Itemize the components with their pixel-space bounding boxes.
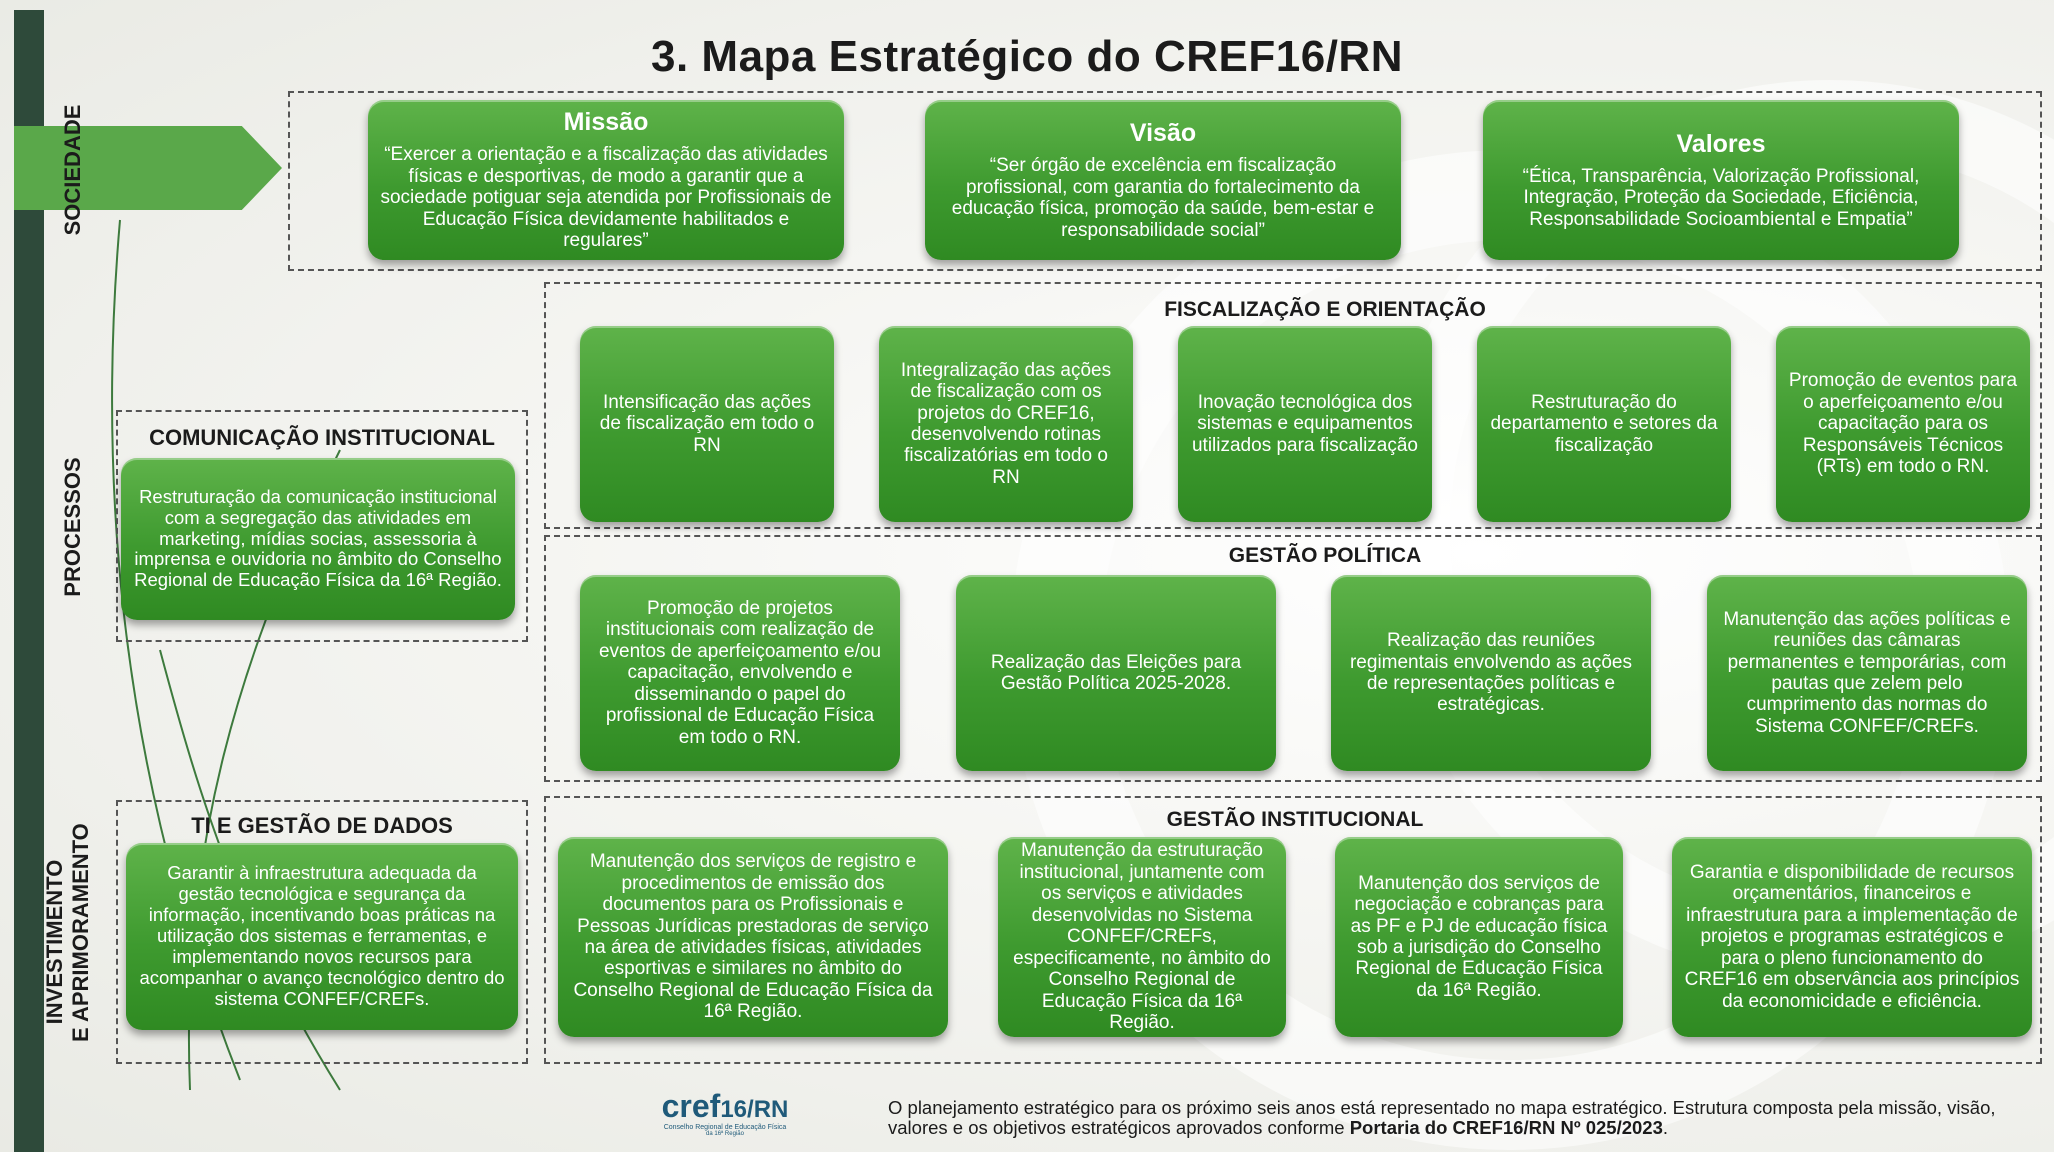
perspective-label-investimento-line1: INVESTIMENTO [42,859,67,1025]
gestao-institucional-item-1: Manutenção dos serviços de registro e pr… [558,837,948,1037]
comunicacao-frame [116,410,528,642]
missao-text: “Exercer a orientação e a fiscalização d… [380,144,832,252]
gestao-politica-frame [544,535,2042,782]
valores-text: “Ética, Transparência, Valorização Profi… [1522,165,1920,230]
gestao-institucional-item-2: Manutenção da estruturação institucional… [998,837,1286,1037]
perspective-label-processos: PROCESSOS [60,457,85,597]
gestao-politica-item-4: Manutenção das ações políticas e reuniõe… [1707,575,2027,771]
ti-text: Garantir à infraestrutura adequada da ge… [139,862,505,1009]
comunicacao-title: COMUNICAÇÃO INSTITUCIONAL [149,425,495,450]
visao-title: Visão [1129,118,1197,147]
fiscalizacao-item-text: Inovação tecnológica dos sistemas e equi… [1191,391,1418,456]
logo-name: cref [661,1088,721,1124]
perspective-label-investimento: INVESTIMENTO E APRIMORAMENTO [42,823,94,1042]
gestao-institucional-item-text: Manutenção dos serviços de registro e pr… [573,851,933,1023]
footer-note: O planejamento estratégico para os próxi… [888,1097,2038,1139]
gestao-institucional-item-4: Garantia e disponibilidade de recursos o… [1672,837,2032,1037]
logo-number: 16/RN [720,1096,789,1123]
gestao-politica-item-2: Realização das Eleições para Gestão Polí… [956,575,1276,771]
fiscalizacao-title: FISCALIZAÇÃO E ORIENTAÇÃO [1164,298,1486,321]
gestao-institucional-item-text: Garantia e disponibilidade de recursos o… [1684,861,2020,1012]
missao-box: Missão “Exercer a orientação e a fiscali… [368,100,844,260]
valores-title: Valores [1676,129,1766,158]
fiscalizacao-item-1: Intensificação das ações de fiscalização… [580,326,834,522]
missao-title: Missão [563,108,649,137]
cref-logo: cref16/RN Conselho Regional de Educação … [650,1090,800,1142]
gestao-institucional-title: GESTÃO INSTITUCIONAL [1166,808,1424,831]
fiscalizacao-item-4: Restruturação do departamento e setores … [1477,326,1731,522]
fiscalizacao-item-2: Integralização das ações de fiscalização… [879,326,1133,522]
gestao-institucional-item-3: Manutenção dos serviços de negociação e … [1335,837,1623,1037]
fiscalizacao-item-text: Integralização das ações de fiscalização… [900,359,1112,488]
footer-end: . [1662,1117,1669,1139]
gestao-politica-item-3: Realização das reuniões regimentais envo… [1331,575,1651,771]
footer-portaria: Portaria do CREF16/RN Nº 025/2023 [1349,1117,1663,1139]
sociedade-frame [288,91,2042,271]
logo-subtitle-2: da 16ª Região [706,1131,744,1137]
gestao-politica-item-text: Manutenção das ações políticas e reuniõe… [1723,608,2011,737]
gestao-institucional-item-text: Manutenção da estruturação institucional… [1013,840,1271,1034]
fiscalizacao-item-text: Promoção de eventos para o aperfeiçoamen… [1788,370,2018,478]
footer-text: O planejamento estratégico para os próxi… [888,1097,1996,1139]
comunicacao-text: Restruturação da comunicação institucion… [134,485,502,591]
fiscalizacao-item-text: Restruturação do departamento e setores … [1490,391,1718,456]
valores-box: Valores “Ética, Transparência, Valorizaç… [1483,100,1959,260]
gestao-politica-item-1: Promoção de projetos institucionais com … [580,575,900,771]
ti-box: Garantir à infraestrutura adequada da ge… [126,843,518,1030]
gestao-politica-item-text: Promoção de projetos institucionais com … [598,597,882,748]
gestao-politica-item-text: Realização das reuniões regimentais envo… [1349,630,1632,716]
ti-frame [116,800,528,1064]
gestao-institucional-item-text: Manutenção dos serviços de negociação e … [1350,872,1608,1001]
perspective-label-investimento-line2: E APRIMORAMENTO [68,823,93,1042]
perspective-label-sociedade: SOCIEDADE [60,104,85,236]
fiscalizacao-item-5: Promoção de eventos para o aperfeiçoamen… [1776,326,2030,522]
visao-text: “Ser órgão de excelência em fiscalização… [951,155,1375,241]
gestao-politica-item-text: Realização das Eleições para Gestão Polí… [990,651,1242,694]
sociedade-arrow [14,126,282,210]
logo-subtitle: Conselho Regional de Educação Física [663,1124,787,1131]
gestao-politica-title: GESTÃO POLÍTICA [1228,544,1422,567]
ti-title: TI E GESTÃO DE DADOS [191,813,453,838]
fiscalizacao-frame [544,282,2042,529]
page-title: 3. Mapa Estratégico do CREF16/RN [651,32,1403,81]
fiscalizacao-item-3: Inovação tecnológica dos sistemas e equi… [1178,326,1432,522]
gestao-institucional-frame [544,796,2042,1064]
fiscalizacao-item-text: Intensificação das ações de fiscalização… [599,391,815,456]
visao-box: Visão “Ser órgão de excelência em fiscal… [925,100,1401,260]
comunicacao-box: Restruturação da comunicação institucion… [121,458,515,620]
